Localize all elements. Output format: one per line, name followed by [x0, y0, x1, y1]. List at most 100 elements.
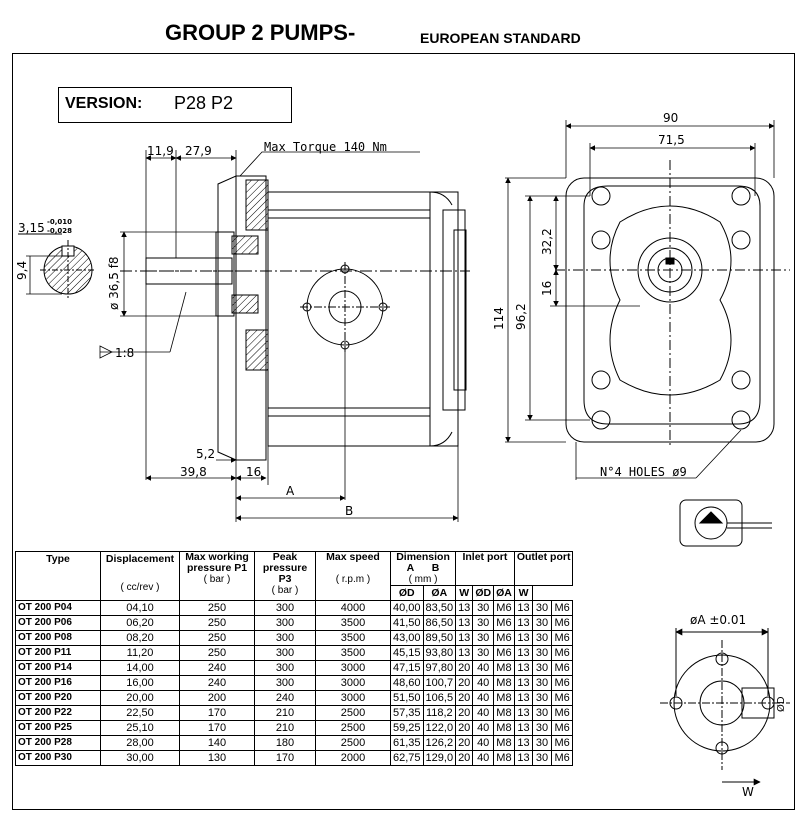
table-cell: 97,80: [422, 660, 457, 676]
table-cell: 300: [254, 645, 316, 661]
table-cell: 13: [513, 705, 534, 721]
inlet-oa: ØA: [422, 585, 457, 601]
table-cell: 3500: [315, 630, 391, 646]
table-cell: 140: [179, 735, 255, 751]
table-cell: 30: [532, 645, 552, 661]
table-cell: 13: [455, 600, 474, 616]
table-cell: 30: [532, 600, 552, 616]
outlet-oa: ØA: [493, 585, 515, 601]
table-cell: 300: [254, 630, 316, 646]
table-cell: 3000: [315, 675, 391, 691]
taper-label: 1:8: [115, 346, 134, 360]
table-cell: 300: [254, 660, 316, 676]
row-type-cell: OT 200 P11: [15, 645, 101, 661]
page-title: GROUP 2 PUMPS-: [165, 20, 356, 45]
table-cell: 40: [472, 720, 495, 736]
table-cell: 3000: [315, 660, 391, 676]
table-cell: 2500: [315, 735, 391, 751]
table-cell: 4000: [315, 600, 391, 616]
table-cell: 126,2: [422, 735, 457, 751]
key-height-dim: 9,4: [15, 261, 29, 280]
table-cell: 30: [532, 690, 552, 706]
table-cell: 13: [455, 630, 474, 646]
specs-table: Type Displacement( cc/rev ) Max working …: [15, 551, 574, 766]
table-cell: 2500: [315, 705, 391, 721]
table-cell: 25,10: [100, 720, 180, 736]
version-box: VERSION: P28 P2: [58, 87, 292, 123]
table-cell: 20: [455, 705, 474, 721]
table-cell: 130: [179, 750, 255, 766]
table-cell: 89,50: [422, 630, 457, 646]
table-cell: 40: [472, 690, 495, 706]
table-cell: 170: [179, 720, 255, 736]
table-cell: 30: [532, 720, 552, 736]
col-type: Type: [15, 551, 101, 601]
table-cell: 13: [513, 645, 534, 661]
version-label: VERSION:: [65, 95, 143, 112]
row-type-cell: OT 200 P08: [15, 630, 101, 646]
row-type-cell: OT 200 P28: [15, 735, 101, 751]
table-cell: 14,00: [100, 660, 180, 676]
col-peak-pressure: Peak pressure P3( bar ): [254, 551, 316, 601]
table-cell: 300: [254, 675, 316, 691]
mounting-hole-top-left: [591, 186, 611, 206]
port-tolerance-label: øA ±0.01: [690, 613, 746, 627]
dim-16: 16: [246, 465, 261, 479]
table-cell: 240: [179, 660, 255, 676]
front-view: [555, 160, 790, 448]
row-type-cell: OT 200 P06: [15, 615, 101, 631]
table-cell: 11,20: [100, 645, 180, 661]
mounting-hole-bottom-left: [591, 410, 611, 430]
table-cell: 300: [254, 615, 316, 631]
shaft-section: [18, 233, 96, 300]
table-cell: 57,35: [390, 705, 424, 721]
table-cell: M6: [550, 750, 574, 766]
table-cell: 13: [513, 750, 534, 766]
port-w-label: W: [742, 785, 754, 799]
dim-32-2: 32,2: [540, 228, 554, 255]
table-cell: M6: [493, 600, 515, 616]
front-dim-16: 16: [540, 281, 554, 296]
dim-11-9: 11,9: [147, 144, 174, 158]
col-displacement: Displacement( cc/rev ): [100, 551, 180, 601]
table-cell: 13: [513, 675, 534, 691]
dim-39-8: 39,8: [180, 465, 207, 479]
mounting-hole-bottom-right: [731, 410, 751, 430]
table-cell: 30: [472, 615, 495, 631]
table-cell: 30: [532, 615, 552, 631]
table-cell: 28,00: [100, 735, 180, 751]
table-cell: 41,50: [390, 615, 424, 631]
table-cell: M6: [550, 690, 574, 706]
table-cell: 3000: [315, 690, 391, 706]
table-cell: 86,50: [422, 615, 457, 631]
table-cell: M6: [493, 630, 515, 646]
table-cell: M6: [493, 615, 515, 631]
table-cell: 13: [513, 600, 534, 616]
table-cell: 3500: [315, 645, 391, 661]
table-cell: M8: [493, 660, 515, 676]
row-type-cell: OT 200 P20: [15, 690, 101, 706]
table-cell: M8: [493, 675, 515, 691]
table-cell: 2500: [315, 720, 391, 736]
table-cell: 250: [179, 600, 255, 616]
table-cell: 43,00: [390, 630, 424, 646]
table-cell: 30: [532, 750, 552, 766]
table-cell: 30: [532, 735, 552, 751]
inlet-od: ØD: [390, 585, 424, 601]
front-width-inner: 71,5: [658, 133, 685, 147]
col-outlet: Outlet port: [513, 551, 574, 586]
table-cell: 20: [455, 690, 474, 706]
table-cell: 118,2: [422, 705, 457, 721]
table-cell: 13: [513, 690, 534, 706]
row-type-cell: OT 200 P22: [15, 705, 101, 721]
table-cell: 83,50: [422, 600, 457, 616]
inlet-w: W: [455, 585, 474, 601]
table-cell: 210: [254, 720, 316, 736]
